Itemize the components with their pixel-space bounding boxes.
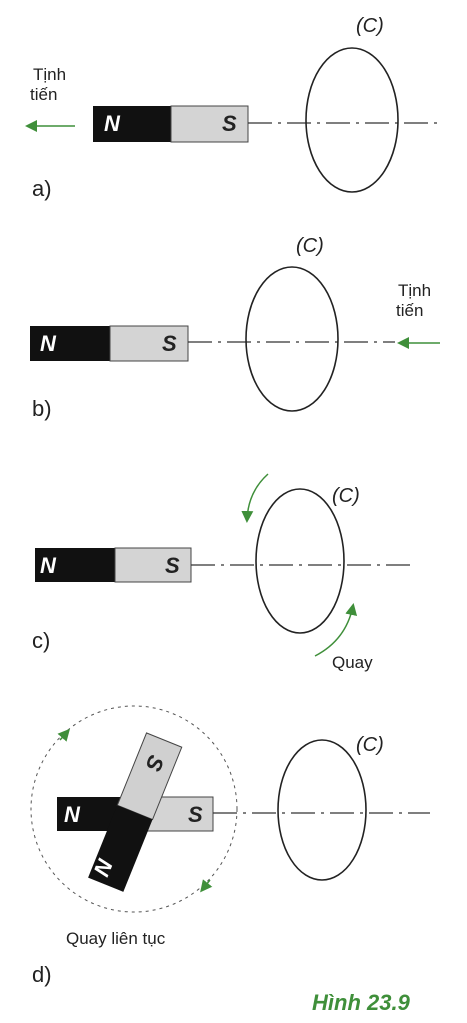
motion-label-b-line1: Tịnh [398,281,432,300]
coil-c-d [277,739,367,881]
circle-label-a: (C) [356,15,384,37]
magnet-south-half-c [114,547,192,583]
pole-n-a: N [104,111,120,136]
circle-label-c: (C) [332,485,360,507]
pole-n-horizontal-d: N [64,802,80,827]
circle-label-b: (C) [296,235,324,257]
panel-a [25,47,440,193]
magnet-south-half-b [109,325,189,362]
rotation-arrow-bottom-c [314,603,358,657]
part-label-c: c) [32,628,51,653]
part-label-d: d) [32,962,52,987]
rotation-circle-d [30,705,238,913]
pole-s-a: S [222,111,237,136]
rotation-arrow-small-bottom-d [200,879,213,893]
motion-label-c: Quay [332,653,373,672]
pole-n-c: N [40,553,56,578]
panel-d [30,705,430,913]
magnet-south-half-a [170,105,249,143]
panel-b [30,266,440,412]
part-label-a: a) [32,176,52,201]
motion-label-a-line1: Tịnh [33,65,67,84]
rotation-arrow-small-top-d [57,728,70,742]
figure-caption: Hình 23.9 [312,990,410,1015]
pole-n-b: N [40,331,56,356]
circle-label-d: (C) [356,734,384,756]
motion-label-b-line2: tiến [396,301,424,320]
coil-c-c [255,488,345,634]
pole-s-c: S [165,553,180,578]
motion-label-a-line2: tiến [30,85,58,104]
motion-label-d: Quay liên tục [66,929,166,948]
magnet-north-half-c [35,548,115,582]
rotation-arrow-top-c [241,473,269,523]
coil-c-a [305,47,399,193]
part-label-b: b) [32,396,52,421]
magnet-north-half-b [30,326,110,361]
pole-s-horizontal-d: S [188,802,203,827]
magnet-tilted-north-d [88,805,153,892]
coil-c-b [245,266,339,412]
magnet-north-half-a [93,106,171,142]
panel-c [35,473,410,657]
magnet-tilted-d [88,732,183,892]
pole-s-b: S [162,331,177,356]
